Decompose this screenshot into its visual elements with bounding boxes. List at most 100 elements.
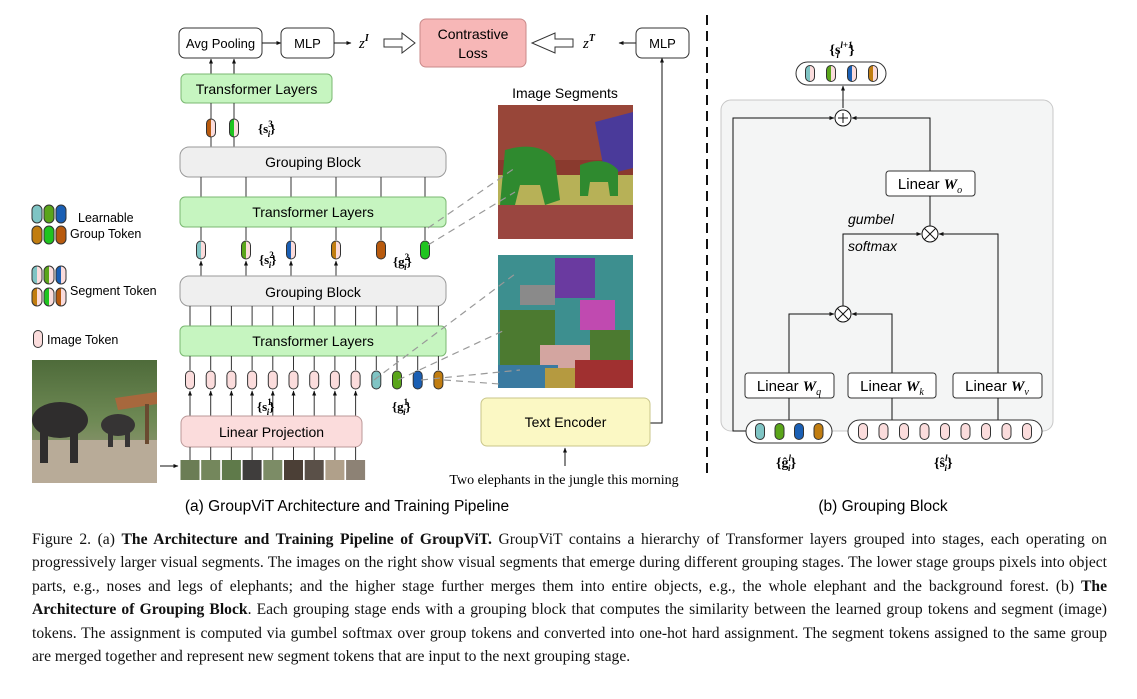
image-token <box>267 370 278 390</box>
segment-token <box>55 287 67 307</box>
image-token <box>981 423 991 440</box>
group-token <box>412 370 423 390</box>
caption-fig-label: Figure 2. (a) <box>32 531 122 548</box>
image-token <box>858 423 868 440</box>
group-token-pill <box>745 419 833 444</box>
output-token-pill <box>795 61 887 86</box>
wv-to-mul-line <box>938 232 999 373</box>
image-token <box>247 370 258 390</box>
image-token <box>33 330 43 348</box>
segment-token <box>55 265 67 285</box>
group-token <box>755 423 765 440</box>
wk-to-mul-line <box>851 312 893 373</box>
text-encoder-label: Text Encoder <box>525 414 607 430</box>
subcaption-b: (b) Grouping Block <box>818 498 947 515</box>
wo-to-add-line <box>851 116 931 171</box>
group-token <box>55 204 67 224</box>
image-token <box>329 370 340 390</box>
caption-text-b: . Each grouping stage ends with a groupi… <box>32 601 1107 666</box>
grouping-block-2: Grouping Block <box>179 146 447 178</box>
image-token <box>288 370 299 390</box>
image-token <box>899 423 909 440</box>
segment-token <box>31 287 43 307</box>
legend-segment-token-label: Segment Token <box>70 284 157 298</box>
avg-pooling-label: Avg Pooling <box>186 36 255 51</box>
linear-wq-label: Linear Wq <box>757 378 821 398</box>
image-patch <box>201 460 221 480</box>
image-token <box>878 423 889 440</box>
caption-text-a: GroupViT contains a hierarchy of Transfo… <box>32 531 1107 595</box>
segment-image-stage2 <box>498 105 633 239</box>
z-text-label: zT <box>582 33 596 52</box>
segment-token <box>196 240 206 260</box>
image-patch <box>221 460 241 480</box>
segment-token <box>826 65 836 82</box>
image-token <box>226 370 237 390</box>
mlp-text-label: MLP <box>649 36 676 51</box>
image-token <box>185 370 195 390</box>
transformer-layers-mid: Transformer Layers <box>179 196 447 228</box>
avg-pooling-box: Avg Pooling <box>178 27 263 59</box>
hollow-arrow-left-icon <box>530 32 574 54</box>
group-token <box>43 204 55 224</box>
linear-projection-label: Linear Projection <box>219 424 324 440</box>
attn-to-mul-line <box>842 232 922 306</box>
mlp-image-box: MLP <box>280 27 335 59</box>
transformer-mid-label: Transformer Layers <box>252 204 374 220</box>
subcaption-a: (a) GroupViT Architecture and Training P… <box>185 498 509 515</box>
wq-to-mul-line <box>788 312 835 373</box>
transformer-layers-bottom: Transformer Layers <box>179 325 447 357</box>
z-image-label: zI <box>358 33 370 52</box>
linear-wo-label: Linear Wo <box>898 176 962 196</box>
image-patch <box>242 460 262 480</box>
legend <box>31 204 67 348</box>
segment-token <box>43 265 55 285</box>
segment-token <box>31 265 43 285</box>
group-token <box>794 423 804 440</box>
image-token <box>919 423 930 440</box>
image-token <box>960 423 971 440</box>
segment-leader-lines <box>373 167 521 385</box>
group-token <box>813 423 824 440</box>
contrastive-label-1: Contrastive <box>438 26 509 42</box>
softmax-label: softmax <box>848 238 898 254</box>
legend-image-token-label: Image Token <box>47 333 118 347</box>
image-patch <box>180 460 200 480</box>
segment-token <box>206 118 216 138</box>
image-patch <box>263 460 283 480</box>
segment-token <box>847 65 857 82</box>
transformer-layers-top: Transformer Layers <box>180 73 333 104</box>
image-token <box>350 370 361 390</box>
hollow-arrow-right-icon <box>383 31 416 55</box>
group-token <box>31 225 43 245</box>
image-patch <box>325 460 345 480</box>
segment-token <box>241 240 251 260</box>
segment-token <box>868 65 878 82</box>
segment-token <box>286 240 296 260</box>
legend-learnable-label: Learnable <box>78 211 134 225</box>
linear-wv-box: Linear Wv <box>952 372 1043 399</box>
linear-wv-label: Linear Wv <box>965 378 1029 398</box>
segment-token <box>331 240 341 260</box>
caption-bold-b: The Architecture of Grouping Block <box>32 577 1107 619</box>
grouping-block-2-label: Grouping Block <box>265 154 362 170</box>
group-token <box>420 240 430 260</box>
linear-projection-box: Linear Projection <box>180 415 363 448</box>
image-token <box>1022 423 1032 440</box>
caption-bold-a: The Architecture and Training Pipeline o… <box>121 531 492 548</box>
gumbel-label: gumbel <box>848 211 895 227</box>
segment-image-stage1 <box>498 255 633 388</box>
text-encoder-to-mlp-line <box>650 57 664 424</box>
segment-token <box>805 65 815 82</box>
image-token <box>940 423 950 440</box>
figure-caption: Figure 2. (a) The Architecture and Train… <box>32 528 1107 668</box>
text-encoder-box: Text Encoder <box>480 397 651 447</box>
grouping-block-1: Grouping Block <box>179 275 447 307</box>
